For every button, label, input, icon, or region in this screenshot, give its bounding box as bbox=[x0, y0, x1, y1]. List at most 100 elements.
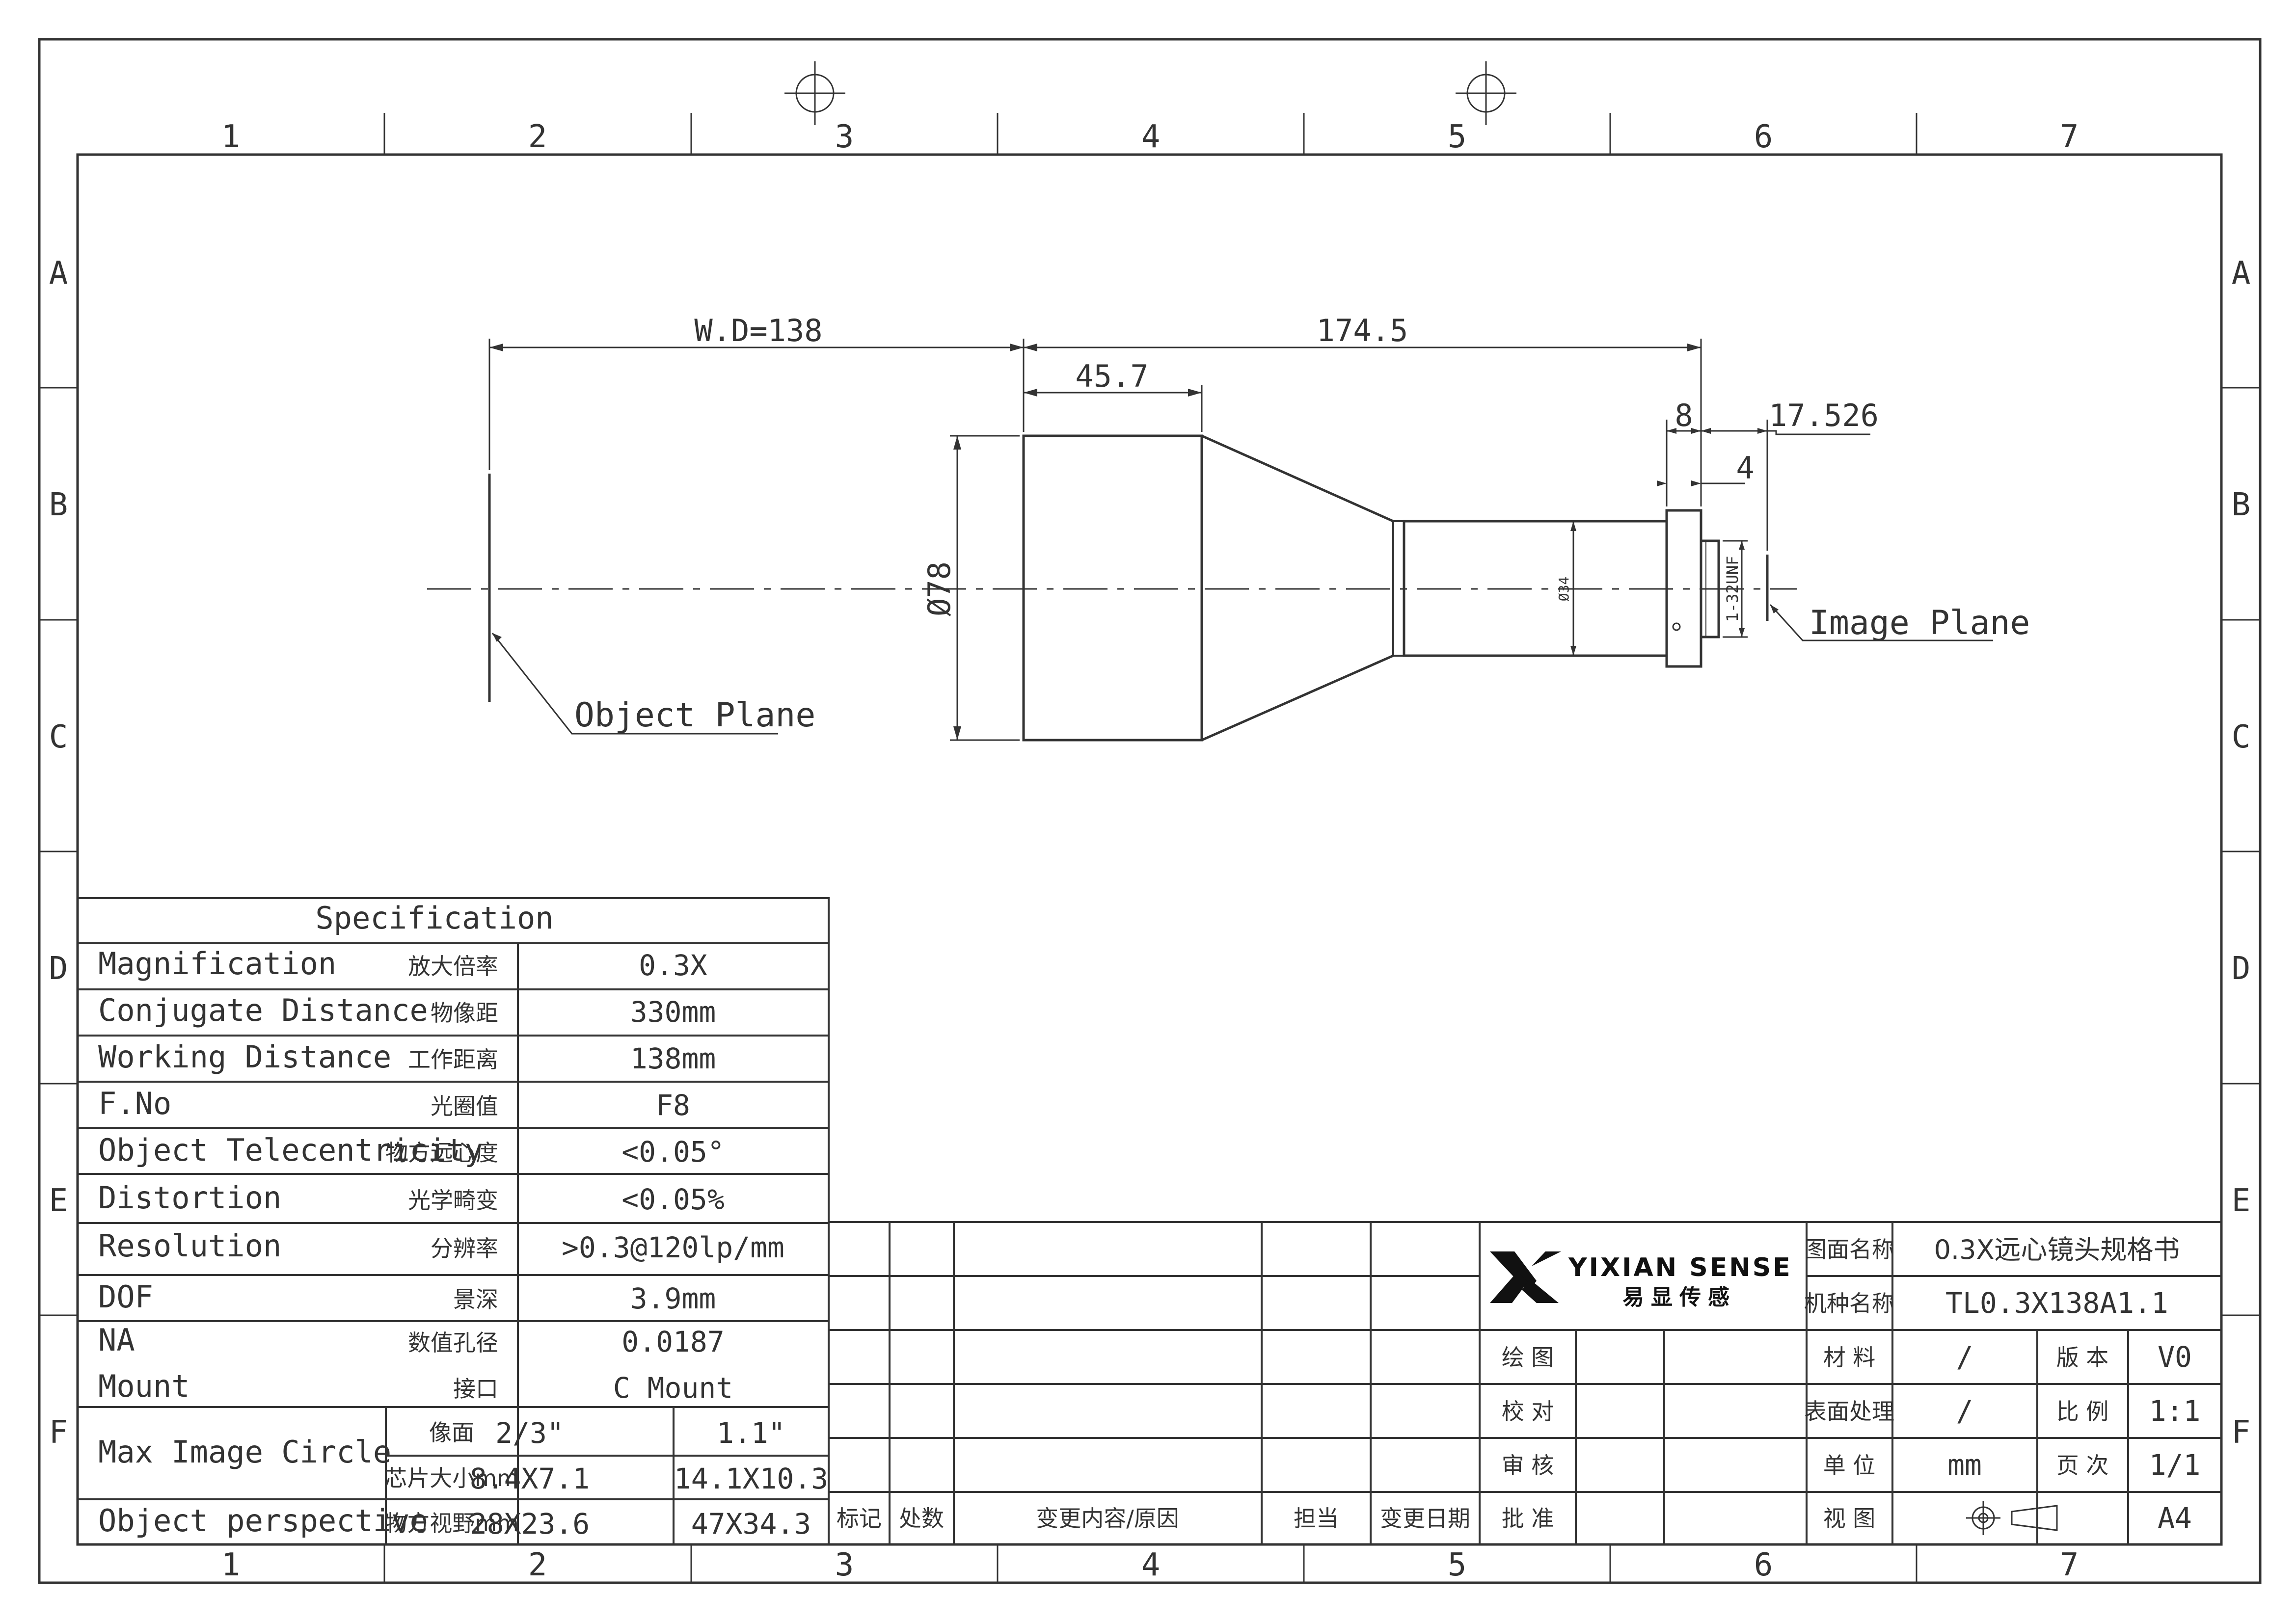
dimension-arrows bbox=[489, 344, 1779, 740]
row-label-f-right: F bbox=[2232, 1414, 2251, 1451]
row-label-c: C bbox=[49, 719, 68, 755]
row-label-c-right: C bbox=[2232, 719, 2251, 755]
row-label-a: A bbox=[49, 255, 68, 292]
spec-en-4: Object Telecentricity bbox=[98, 1132, 483, 1168]
spec-en-0: Magnification bbox=[98, 946, 336, 982]
tb-view-label: 视 图 bbox=[1823, 1505, 1876, 1532]
spec-value-3: F8 bbox=[656, 1089, 690, 1122]
col-label-2: 2 bbox=[528, 119, 547, 155]
tb-approve-label: 批 准 bbox=[1502, 1505, 1554, 1532]
lens-drawing bbox=[427, 339, 1993, 742]
spec-cn-6: 分辨率 bbox=[431, 1235, 498, 1262]
cone-top bbox=[1201, 434, 1394, 523]
row-label-f: F bbox=[49, 1414, 68, 1451]
tb-surface: / bbox=[1956, 1394, 1973, 1428]
spec-mic-en: Max Image Circle bbox=[98, 1434, 391, 1470]
col-label-1-bottom: 1 bbox=[221, 1547, 241, 1583]
spec-mic-cn1: 像面 bbox=[429, 1419, 474, 1446]
spec-mic-v1a: 2/3" bbox=[495, 1416, 564, 1450]
col-label-7-bottom: 7 bbox=[2060, 1547, 2079, 1583]
dim-4-label: 4 bbox=[1736, 450, 1754, 486]
spec-value-8: 0.0187 bbox=[621, 1325, 725, 1358]
spec-cn-5: 光学畸变 bbox=[408, 1187, 498, 1214]
brand-logo: YIXIAN SENSE 易显传感 bbox=[1490, 1251, 1790, 1310]
spec-cn-0: 放大倍率 bbox=[408, 953, 498, 980]
thread-label: 1-32UNF bbox=[1723, 556, 1742, 622]
tb-surface-label: 表面处理 bbox=[1804, 1398, 1894, 1425]
spec-op-cn: 物方视野mm bbox=[384, 1510, 519, 1537]
brand-x-icon bbox=[1490, 1251, 1561, 1303]
spec-cn-3: 光圈值 bbox=[431, 1093, 498, 1119]
row-label-d-right: D bbox=[2232, 951, 2251, 987]
projection-symbol-icon bbox=[1966, 1501, 2058, 1535]
tb-size: A4 bbox=[2158, 1501, 2192, 1535]
spec-en-7: DOF bbox=[98, 1279, 153, 1315]
col-label-4: 4 bbox=[1141, 119, 1161, 155]
tb-page-label: 页 次 bbox=[2056, 1452, 2109, 1479]
spec-cn-4: 物方远心度 bbox=[385, 1140, 498, 1166]
tb-unit: mm bbox=[1947, 1448, 1982, 1482]
object-plane-leader bbox=[491, 633, 778, 735]
outer-frame bbox=[38, 38, 2262, 1584]
row-label-b-right: B bbox=[2232, 487, 2251, 523]
row-label-e: E bbox=[49, 1183, 68, 1219]
tb-scale-label: 比 例 bbox=[2056, 1398, 2109, 1425]
col-label-1: 1 bbox=[221, 119, 241, 155]
image-plane-leader bbox=[1769, 604, 1993, 641]
tb-material-label: 材 料 bbox=[1823, 1344, 1876, 1371]
spec-table bbox=[77, 897, 830, 1545]
spec-cn-7: 景深 bbox=[453, 1286, 498, 1313]
tb-scale: 1:1 bbox=[2149, 1394, 2201, 1428]
tb-unit-label: 单 位 bbox=[1823, 1452, 1876, 1479]
spec-en-5: Distortion bbox=[98, 1180, 281, 1216]
col-label-3-bottom: 3 bbox=[835, 1547, 854, 1583]
rev-content-header: 变更内容/原因 bbox=[1036, 1505, 1179, 1532]
spec-cn-1: 物像距 bbox=[431, 1000, 498, 1026]
dim-wd-label: W.D=138 bbox=[694, 313, 822, 348]
spec-op-vb: 47X34.3 bbox=[691, 1507, 811, 1541]
dim-17526-label: 17.526 bbox=[1769, 398, 1879, 433]
screw-icon bbox=[1672, 622, 1681, 631]
c-mount-thread bbox=[1700, 539, 1720, 638]
row-label-d: D bbox=[49, 951, 68, 987]
spec-mic-cn2: 芯片大小mm bbox=[384, 1465, 519, 1491]
tb-version-label: 版 本 bbox=[2056, 1344, 2109, 1371]
spec-value-5: <0.05% bbox=[621, 1183, 725, 1216]
tb-drawing-name-label: 图面名称 bbox=[1804, 1236, 1894, 1263]
dimension-lines bbox=[488, 339, 1870, 741]
spec-value-1: 330mm bbox=[630, 995, 716, 1029]
centering-mark-icon bbox=[784, 61, 1516, 125]
spec-en-8: NA bbox=[98, 1322, 135, 1358]
spec-en-3: F.No bbox=[98, 1086, 171, 1121]
dia-34-label: Ø34 bbox=[1556, 577, 1572, 602]
spec-mic-v2b: 14.1X10.3 bbox=[674, 1462, 828, 1495]
spec-cn-2: 工作距离 bbox=[408, 1046, 498, 1073]
dia-78-label: Ø78 bbox=[921, 561, 957, 616]
spec-value-7: 3.9mm bbox=[630, 1282, 716, 1315]
row-label-b: B bbox=[49, 487, 68, 523]
tb-draw-label: 绘 图 bbox=[1502, 1344, 1554, 1371]
inner-frame bbox=[76, 153, 2223, 1546]
col-label-2-bottom: 2 bbox=[528, 1547, 547, 1583]
tb-material: / bbox=[1956, 1340, 1973, 1374]
col-label-3: 3 bbox=[835, 119, 854, 155]
spec-value-0: 0.3X bbox=[639, 949, 707, 982]
spec-en-6: Resolution bbox=[98, 1228, 281, 1264]
col-label-4-bottom: 4 bbox=[1141, 1547, 1161, 1583]
tb-drawing-name: 0.3X远心镜头规格书 bbox=[1934, 1234, 2180, 1265]
front-barrel bbox=[1022, 434, 1203, 742]
rev-count-header: 处数 bbox=[899, 1505, 944, 1532]
spec-value-4: <0.05° bbox=[621, 1135, 725, 1169]
spec-value-2: 138mm bbox=[630, 1042, 716, 1075]
spec-en-1: Conjugate Distance bbox=[98, 992, 428, 1028]
col-label-7: 7 bbox=[2060, 119, 2079, 155]
spec-op-va: 28X23.6 bbox=[470, 1507, 590, 1541]
tb-page: 1/1 bbox=[2149, 1448, 2201, 1482]
spec-en-2: Working Distance bbox=[98, 1039, 391, 1075]
column-ticks bbox=[39, 113, 2260, 1583]
dim-total-label: 174.5 bbox=[1317, 313, 1408, 348]
spec-title: Specification bbox=[315, 900, 553, 936]
revision-table bbox=[828, 1221, 2221, 1544]
